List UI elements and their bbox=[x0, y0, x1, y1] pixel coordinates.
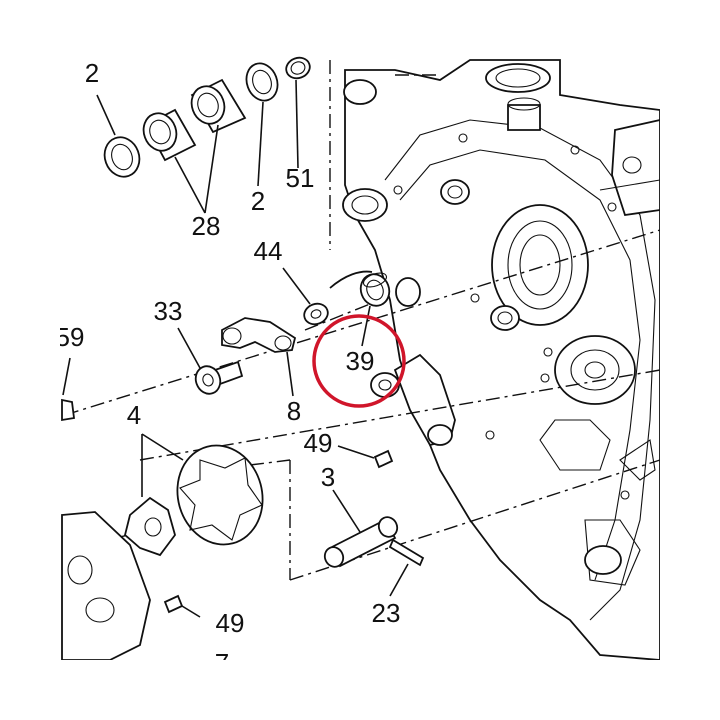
callout-59: 59 bbox=[56, 322, 85, 352]
bearing-stack bbox=[103, 56, 311, 178]
shift-mechanism bbox=[194, 270, 391, 395]
callout-49-pin-lower: 49 bbox=[216, 608, 245, 638]
callout-8-bracket: 8 bbox=[287, 396, 301, 426]
callout-28-needle-bearings: 28 bbox=[192, 211, 221, 241]
callout-23-pin: 23 bbox=[372, 598, 401, 628]
callout-49-pin-upper: 49 bbox=[304, 428, 333, 458]
highlight-circle bbox=[312, 314, 406, 408]
crop-mask-right bbox=[660, 0, 720, 720]
oil-pump bbox=[61, 398, 264, 661]
callout-2-seal-left: 2 bbox=[85, 58, 99, 88]
callout-39-spring: 39 bbox=[346, 346, 375, 376]
callout-51-o-ring: 51 bbox=[286, 163, 315, 193]
crop-mask-bottom bbox=[0, 660, 720, 720]
callout-2-seal-right: 2 bbox=[251, 186, 265, 216]
crankcase-cover bbox=[342, 59, 661, 661]
leader-lines bbox=[62, 79, 409, 618]
callout-4-rotors: 4 bbox=[127, 400, 141, 430]
shaft-assembly bbox=[323, 449, 425, 568]
callout-labels: 2 28 2 51 44 33 39 59 8 4 49 3 49 23 7 bbox=[56, 58, 401, 678]
callout-33-screw: 33 bbox=[154, 296, 183, 326]
crop-mask-left bbox=[0, 0, 60, 720]
callout-44-washer: 44 bbox=[254, 236, 283, 266]
callout-3-shaft: 3 bbox=[321, 462, 335, 492]
